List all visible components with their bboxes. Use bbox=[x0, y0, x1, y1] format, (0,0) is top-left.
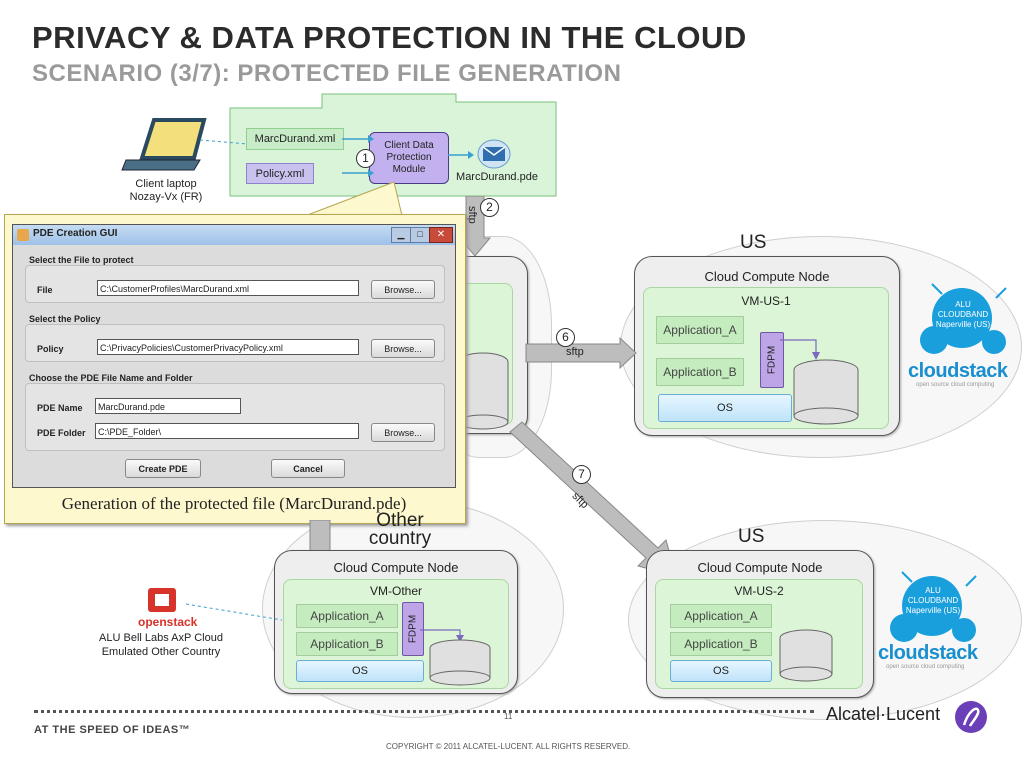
pde-folder-label: PDE Folder bbox=[37, 428, 86, 438]
pde-name-input[interactable]: MarcDurand.pde bbox=[95, 398, 241, 414]
pde-name-label: PDE Name bbox=[37, 403, 83, 413]
step7-badge: 7 bbox=[572, 465, 591, 484]
pde-folder-input[interactable]: C:\PDE_Folder\ bbox=[95, 423, 359, 439]
policy-file-tag: Policy.xml bbox=[246, 163, 314, 184]
footer-dotted-rule bbox=[34, 710, 814, 713]
output-file-label: MarcDurand.pde bbox=[456, 171, 538, 183]
bell-labs-line2: Emulated Other Country bbox=[101, 646, 221, 658]
other-region-line2: country bbox=[368, 528, 432, 549]
laptop-location: Nozay-Vx (FR) bbox=[129, 191, 203, 203]
section-pde-heading: Choose the PDE File Name and Folder bbox=[29, 373, 193, 383]
us2-os: OS bbox=[670, 660, 772, 682]
us2-cloudband-badge bbox=[890, 571, 977, 642]
us2-badge-line2: CLOUDBAND bbox=[907, 596, 959, 605]
file-input[interactable]: C:\CustomerProfiles\MarcDurand.xml bbox=[97, 280, 359, 296]
browse-file-button[interactable]: Browse... bbox=[371, 280, 435, 299]
us1-application-b: Application_B bbox=[656, 358, 744, 386]
us2-badge-text: ALU CLOUDBAND Naperville (US) bbox=[888, 586, 978, 616]
section-policy-heading: Select the Policy bbox=[29, 314, 101, 324]
browse-folder-button[interactable]: Browse... bbox=[371, 423, 435, 442]
section-file-heading: Select the File to protect bbox=[29, 255, 134, 265]
other-fdpm: FDPM bbox=[402, 602, 424, 656]
us1-badge-line1: ALU bbox=[955, 300, 971, 309]
other-region-label: Other country bbox=[364, 510, 436, 549]
us2-badge-line1: ALU bbox=[925, 586, 941, 595]
us2-compute-node: Cloud Compute Node VM-US-2 Application_A… bbox=[646, 550, 874, 698]
us2-storage-icon bbox=[779, 629, 833, 682]
alcatel-lucent-logo-icon bbox=[955, 701, 987, 733]
window-title: PDE Creation GUI bbox=[33, 228, 118, 239]
us1-cloudband-badge bbox=[920, 283, 1007, 354]
us2-application-a: Application_A bbox=[670, 604, 772, 628]
us2-cloudstack-sub: open source cloud computing bbox=[886, 664, 965, 670]
sftp-label-6: sftp bbox=[566, 346, 584, 358]
us2-badge-line3: Naperville (US) bbox=[905, 606, 961, 615]
minimize-button[interactable]: ▁ bbox=[391, 227, 411, 243]
us1-badge-line2: CLOUDBAND bbox=[937, 310, 989, 319]
us2-cloudstack-logo: cloudstack bbox=[878, 642, 978, 664]
window-titlebar[interactable]: PDE Creation GUI ▁ □ ✕ bbox=[13, 225, 455, 245]
alcatel-lucent-brand: Alcatel·Lucent bbox=[826, 704, 941, 724]
us1-fdpm: FDPM bbox=[760, 332, 784, 388]
client-flow-arrows bbox=[342, 135, 474, 177]
center-storage-icon bbox=[457, 352, 509, 430]
pde-creation-window: PDE Creation GUI ▁ □ ✕ Select the File t… bbox=[12, 224, 456, 488]
maximize-button[interactable]: □ bbox=[410, 227, 430, 243]
bell-labs-line1: ALU Bell Labs AxP Cloud bbox=[99, 632, 223, 644]
us1-vm: VM-US-1 Application_A Application_B FDPM… bbox=[643, 287, 889, 429]
java-app-icon bbox=[17, 229, 29, 241]
cancel-button[interactable]: Cancel bbox=[271, 459, 345, 478]
other-vm-title: VM-Other bbox=[369, 584, 422, 598]
step2-badge: 2 bbox=[480, 198, 499, 217]
us1-os: OS bbox=[658, 394, 792, 422]
step6-badge: 6 bbox=[556, 328, 575, 347]
us1-cloudstack-sub: open source cloud computing bbox=[916, 382, 995, 388]
laptop-dash-connector bbox=[200, 139, 249, 145]
envelope-icon bbox=[477, 139, 511, 169]
us1-vm-title: VM-US-1 bbox=[741, 294, 791, 308]
policy-input[interactable]: C:\PrivacyPolicies\CustomerPrivacyPolicy… bbox=[97, 339, 359, 355]
us1-application-a: Application_A bbox=[656, 316, 744, 344]
browse-policy-button[interactable]: Browse... bbox=[371, 339, 435, 358]
openstack-dash-connector bbox=[186, 603, 283, 621]
us1-storage-icon bbox=[780, 339, 859, 425]
us1-region-label: US bbox=[740, 232, 767, 253]
us2-application-b: Application_B bbox=[670, 632, 772, 656]
step1-badge: 1 bbox=[356, 149, 375, 168]
sftp-arrow-6 bbox=[525, 336, 637, 370]
file-label: File bbox=[37, 285, 53, 295]
create-pde-button[interactable]: Create PDE bbox=[125, 459, 201, 478]
us1-cloudstack-logo: cloudstack bbox=[908, 360, 1008, 382]
other-node-title: Cloud Compute Node bbox=[333, 560, 459, 575]
us1-badge-line3: Naperville (US) bbox=[935, 320, 991, 329]
us2-node-title: Cloud Compute Node bbox=[697, 560, 823, 575]
input-file-tag: MarcDurand.xml bbox=[246, 128, 344, 150]
page-number: 11 bbox=[504, 712, 513, 721]
client-data-protection-module: Client Data Protection Module bbox=[369, 132, 449, 184]
openstack-label: openstack bbox=[138, 615, 198, 629]
us1-node-title: Cloud Compute Node bbox=[704, 269, 830, 284]
laptop-label: Client laptop bbox=[135, 178, 197, 190]
page-title: PRIVACY & DATA PROTECTION IN THE CLOUD bbox=[32, 20, 747, 55]
copyright-text: COPYRIGHT © 2011 ALCATEL-LUCENT. ALL RIG… bbox=[386, 742, 631, 751]
us1-badge-text: ALU CLOUDBAND Naperville (US) bbox=[918, 300, 1008, 330]
other-application-a: Application_A bbox=[296, 604, 398, 628]
us2-region-label: US bbox=[738, 526, 765, 547]
us1-fdpm-label: FDPM bbox=[766, 345, 778, 375]
policy-label: Policy bbox=[37, 344, 64, 354]
other-storage-icon bbox=[420, 629, 491, 686]
other-os: OS bbox=[296, 660, 424, 682]
other-region-line1: Other bbox=[376, 510, 424, 531]
us2-vm-title: VM-US-2 bbox=[734, 584, 784, 598]
page-subtitle: SCENARIO (3/7): PROTECTED FILE GENERATIO… bbox=[32, 60, 622, 87]
openstack-logo-icon bbox=[148, 588, 176, 612]
other-fdpm-label: FDPM bbox=[407, 614, 419, 644]
footer-tagline: AT THE SPEED OF IDEAS™ bbox=[34, 724, 191, 736]
close-button[interactable]: ✕ bbox=[429, 227, 453, 243]
other-application-b: Application_B bbox=[296, 632, 398, 656]
laptop-icon bbox=[121, 118, 207, 171]
gui-caption: Generation of the protected file (MarcDu… bbox=[61, 494, 407, 513]
